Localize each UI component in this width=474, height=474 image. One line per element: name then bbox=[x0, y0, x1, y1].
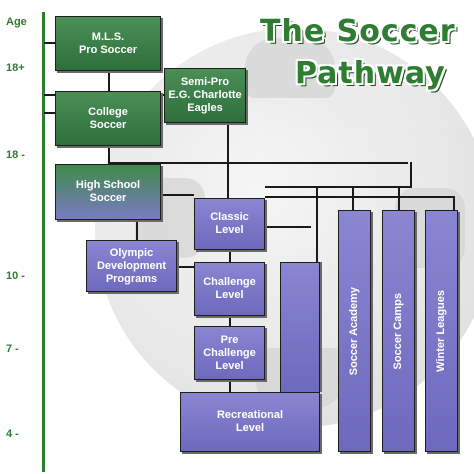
connector-line bbox=[265, 196, 455, 198]
connector-line bbox=[44, 112, 56, 114]
connector-line bbox=[229, 316, 231, 326]
connector-line bbox=[398, 188, 400, 210]
age-label-18-plus: 18+ bbox=[6, 62, 25, 74]
title-line-2: Pathway bbox=[295, 56, 446, 91]
winter-leagues-label: Winter Leagues bbox=[435, 290, 447, 372]
connector-line bbox=[453, 196, 455, 210]
connector-line bbox=[316, 186, 318, 262]
box-high-school-soccer: High School Soccer bbox=[55, 164, 161, 220]
connector-line bbox=[265, 226, 311, 228]
box-mls-pro-soccer: M.L.S. Pro Soccer bbox=[55, 16, 161, 71]
box-soccer-academy: Soccer Academy bbox=[338, 210, 371, 452]
soccer-camps-label: Soccer Camps bbox=[392, 292, 404, 370]
box-college-soccer: College Soccer bbox=[55, 91, 161, 146]
box-classic-level: Classic Level bbox=[194, 198, 265, 250]
box-semi-pro: Semi-Pro E.G. Charlotte Eagles bbox=[164, 68, 246, 123]
box-pre-challenge-level: Pre Challenge Level bbox=[194, 326, 265, 380]
connector-line bbox=[108, 162, 408, 164]
connector-line bbox=[176, 266, 196, 268]
age-label-18: 18 - bbox=[6, 149, 25, 161]
box-soccer-camps: Soccer Camps bbox=[382, 210, 415, 452]
ball-patch bbox=[245, 38, 335, 98]
box-challenge-level: Challenge Level bbox=[194, 262, 265, 316]
connector-line bbox=[265, 186, 412, 188]
box-winter-leagues: Winter Leagues bbox=[425, 210, 458, 452]
age-label-10: 10 - bbox=[6, 270, 25, 282]
connector-line bbox=[44, 42, 56, 44]
connector-line bbox=[229, 248, 231, 262]
connector-line bbox=[108, 71, 110, 91]
age-axis-title: Age bbox=[6, 16, 27, 28]
connector-line bbox=[136, 194, 194, 196]
recreational-column bbox=[280, 262, 320, 392]
age-label-7: 7 - bbox=[6, 343, 19, 355]
connector-line bbox=[108, 146, 110, 164]
connector-line bbox=[229, 380, 231, 394]
age-axis-line bbox=[42, 12, 45, 472]
age-label-4: 4 - bbox=[6, 428, 19, 440]
title-line-1: The Soccer bbox=[260, 14, 456, 49]
soccer-academy-label: Soccer Academy bbox=[348, 286, 360, 376]
box-recreational-level: Recreational Level bbox=[180, 392, 320, 452]
connector-line bbox=[227, 122, 229, 198]
connector-line bbox=[352, 188, 354, 210]
box-olympic-development: Olympic Development Programs bbox=[86, 240, 177, 292]
connector-line bbox=[410, 162, 412, 188]
